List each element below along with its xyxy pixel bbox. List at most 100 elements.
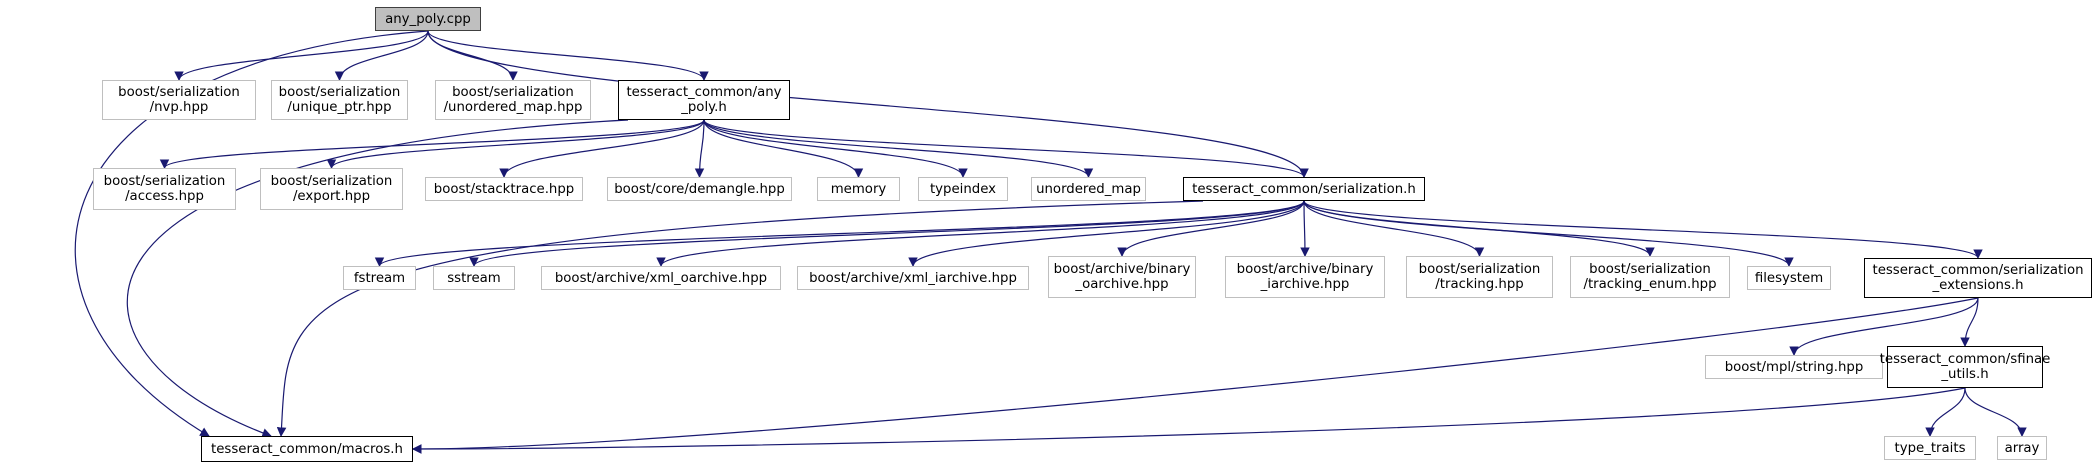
node-label: filesystem bbox=[1754, 270, 1824, 286]
node-label: typeindex bbox=[929, 181, 997, 197]
node-label: boost/serialization bbox=[1589, 262, 1711, 277]
node-label: _oarchive.hpp bbox=[1075, 277, 1169, 292]
edge-n25-n27 bbox=[1964, 387, 2027, 437]
node-label: /tracking.hpp bbox=[1435, 277, 1524, 292]
edge-n4-n10 bbox=[694, 119, 705, 178]
edge-n4-n8 bbox=[326, 119, 705, 169]
node-n6[interactable]: tesseract_common/macros.h bbox=[201, 436, 413, 462]
edge-n0-n4 bbox=[427, 30, 709, 81]
node-n23[interactable]: tesseract_common/serialization_extension… bbox=[1864, 258, 2092, 298]
node-label: sstream bbox=[447, 270, 501, 286]
edge-n0-n1 bbox=[174, 30, 429, 81]
node-label: /export.hpp bbox=[292, 189, 371, 204]
node-label: memory bbox=[830, 181, 887, 197]
node-n2: boost/serialization/unique_ptr.hpp bbox=[271, 80, 408, 120]
node-label: boost/archive/xml_oarchive.hpp bbox=[554, 270, 768, 286]
node-n26: type_traits bbox=[1884, 436, 1976, 460]
edge-n5-n19 bbox=[1300, 200, 1310, 257]
node-label: unordered_map bbox=[1036, 181, 1141, 197]
node-label: type_traits bbox=[1894, 440, 1966, 456]
node-label: boost/core/demangle.hpp bbox=[614, 181, 785, 197]
node-label: boost/archive/binary bbox=[1053, 262, 1191, 277]
node-n3: boost/serialization/unordered_map.hpp bbox=[435, 80, 591, 120]
edge-n23-n25 bbox=[1960, 297, 1979, 347]
node-label: /nvp.hpp bbox=[149, 100, 209, 115]
edge-n5-n16 bbox=[656, 200, 1305, 267]
node-label: boost/serialization bbox=[278, 85, 401, 100]
node-n19: boost/archive/binary_iarchive.hpp bbox=[1225, 256, 1385, 298]
node-n25[interactable]: tesseract_common/sfinae_utils.h bbox=[1880, 346, 2050, 388]
node-label: /unordered_map.hpp bbox=[443, 100, 583, 115]
node-label: boost/mpl/string.hpp bbox=[1724, 359, 1864, 375]
edge-n0-n2 bbox=[334, 30, 429, 81]
node-n0[interactable]: any_poly.cpp bbox=[375, 7, 481, 31]
edge-n0-n5 bbox=[427, 30, 1309, 178]
edge-n5-n15 bbox=[469, 200, 1305, 267]
node-n21: boost/serialization/tracking_enum.hpp bbox=[1570, 256, 1730, 298]
edge-n25-n6 bbox=[412, 387, 1966, 454]
node-n12: typeindex bbox=[918, 177, 1008, 201]
node-n16: boost/archive/xml_oarchive.hpp bbox=[541, 266, 781, 290]
node-label: /access.hpp bbox=[125, 189, 204, 204]
edge-n25-n26 bbox=[1925, 387, 1966, 437]
node-label: _poly.h bbox=[681, 100, 727, 115]
node-label: boost/serialization bbox=[452, 85, 574, 100]
edge-n5-n18 bbox=[1117, 200, 1305, 257]
node-label: tesseract_common/serialization bbox=[1872, 263, 2084, 278]
edge-n4-n12 bbox=[703, 119, 968, 178]
edge-n5-n23 bbox=[1303, 200, 1983, 259]
node-label: boost/archive/xml_iarchive.hpp bbox=[809, 270, 1017, 286]
node-label: tesseract_common/serialization.h bbox=[1192, 181, 1416, 197]
node-n14: fstream bbox=[343, 266, 416, 290]
node-label: tesseract_common/any bbox=[626, 85, 782, 100]
node-label: _extensions.h bbox=[1932, 278, 2024, 293]
node-n13: unordered_map bbox=[1031, 177, 1146, 201]
node-n7: boost/serialization/access.hpp bbox=[93, 168, 236, 210]
node-label: tesseract_common/sfinae bbox=[1879, 352, 2051, 367]
edge-n4-n13 bbox=[703, 119, 1094, 178]
node-n5[interactable]: tesseract_common/serialization.h bbox=[1183, 177, 1425, 201]
node-n18: boost/archive/binary_oarchive.hpp bbox=[1048, 256, 1196, 298]
node-n9: boost/stacktrace.hpp bbox=[425, 177, 583, 201]
node-n10: boost/core/demangle.hpp bbox=[607, 177, 792, 201]
node-label: array bbox=[2004, 440, 2040, 456]
node-label: boost/serialization bbox=[118, 85, 240, 100]
node-n4[interactable]: tesseract_common/any_poly.h bbox=[618, 80, 790, 120]
node-label: _utils.h bbox=[1941, 367, 1989, 382]
node-n27: array bbox=[1997, 436, 2047, 460]
node-n17: boost/archive/xml_iarchive.hpp bbox=[797, 266, 1029, 290]
node-n11: memory bbox=[817, 177, 900, 201]
node-n24: boost/mpl/string.hpp bbox=[1705, 355, 1883, 379]
node-label: boost/serialization bbox=[103, 174, 226, 189]
edge-n0-n3 bbox=[427, 30, 518, 81]
edge-n23-n24 bbox=[1789, 297, 1979, 356]
edge-n4-n6 bbox=[126, 119, 629, 438]
node-label: fstream bbox=[353, 270, 406, 286]
node-n1: boost/serialization/nvp.hpp bbox=[102, 80, 256, 120]
edge-n4-n7 bbox=[159, 119, 705, 169]
node-n20: boost/serialization/tracking.hpp bbox=[1406, 256, 1553, 298]
node-n8: boost/serialization/export.hpp bbox=[260, 168, 403, 210]
edge-n5-n17 bbox=[908, 200, 1305, 267]
node-label: /unique_ptr.hpp bbox=[287, 100, 392, 115]
edge-n5-n20 bbox=[1303, 200, 1485, 257]
edge-n4-n5 bbox=[703, 119, 1309, 178]
edge-n23-n6 bbox=[412, 297, 1979, 454]
edge-n0-n6 bbox=[74, 30, 429, 437]
edge-n5-n22 bbox=[1303, 200, 1794, 267]
node-label: boost/serialization bbox=[270, 174, 393, 189]
edge-n4-n9 bbox=[499, 119, 705, 178]
node-label: boost/stacktrace.hpp bbox=[433, 181, 575, 197]
edge-n5-n14 bbox=[374, 200, 1305, 267]
node-label: boost/serialization bbox=[1418, 262, 1541, 277]
node-label: /tracking_enum.hpp bbox=[1583, 277, 1717, 292]
node-n15: sstream bbox=[433, 266, 515, 290]
edge-n4-n11 bbox=[703, 119, 864, 178]
node-label: boost/archive/binary bbox=[1236, 262, 1374, 277]
node-n22: filesystem bbox=[1747, 266, 1831, 290]
node-label: _iarchive.hpp bbox=[1260, 277, 1350, 292]
node-label: any_poly.cpp bbox=[385, 11, 471, 27]
node-label: tesseract_common/macros.h bbox=[211, 441, 403, 457]
